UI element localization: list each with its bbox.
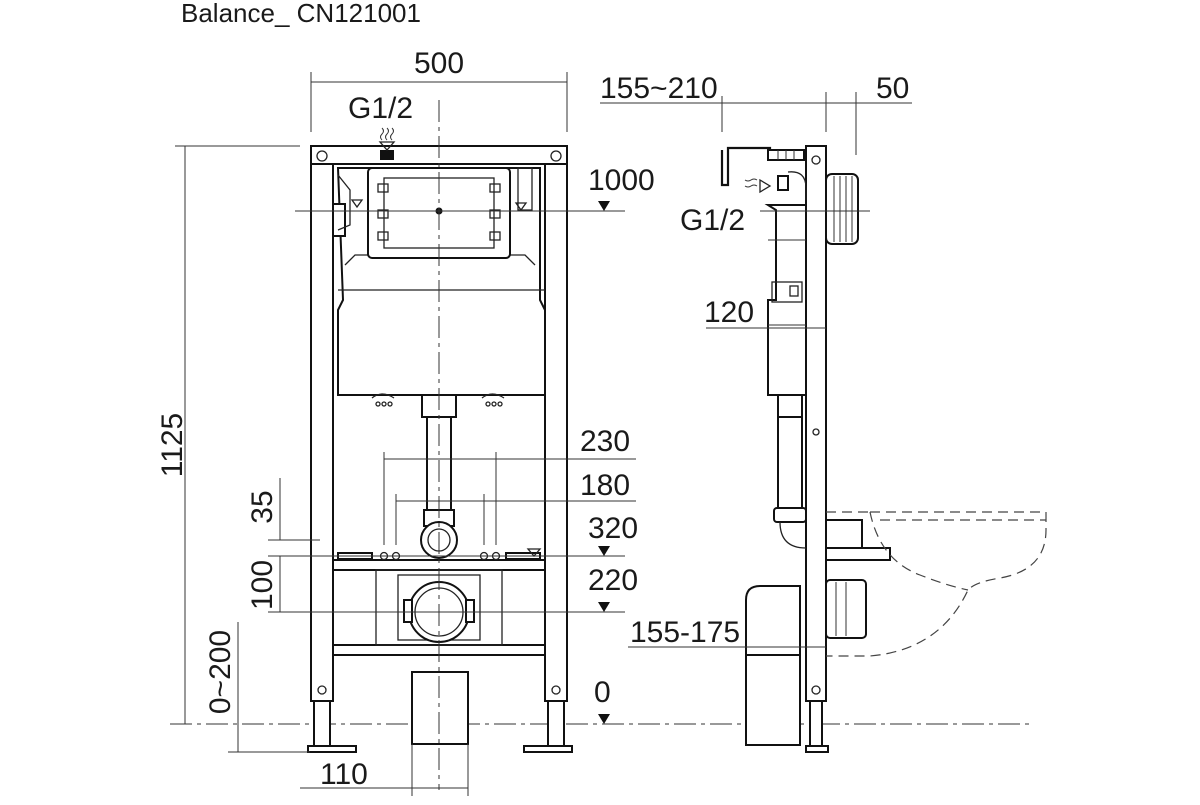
dim-100: 100 [246,560,279,610]
left-foot [307,745,357,753]
dim-155-210: 155~210 [600,72,718,105]
water-wave-icon [380,127,394,141]
actuator-housing [825,173,859,245]
dim-35: 35 [246,490,279,523]
dim-110: 110 [320,758,368,791]
dim-230: 230 [580,425,630,458]
level-marker-320 [598,546,610,556]
water-inlet [380,150,394,160]
front-view: 500 G1/2 1125 1000 230 180 35 320 100 [156,47,655,796]
dim-50: 50 [876,72,909,105]
side-water-wave-icon [744,178,758,188]
level-marker-0 [598,714,610,724]
mount-hole [550,150,562,162]
side-flush-pipe [777,416,803,510]
wall-bracket [720,146,772,187]
level-320: 320 [588,512,638,545]
waste-pipe [411,671,469,745]
level-1000: 1000 [588,164,655,197]
side-inlet-valve-icon [759,178,772,194]
level-0: 0 [594,676,611,709]
side-inlet-label: G1/2 [680,204,745,237]
dim-1125: 1125 [156,413,189,478]
side-cistern [764,204,807,396]
left-leg [313,700,331,747]
level-220: 220 [588,564,638,597]
dim-500: 500 [414,47,464,80]
side-waste-pipe [745,654,801,746]
mount-hole [551,685,561,695]
level-marker-1000 [598,201,610,211]
right-foot [523,745,573,753]
dim-0-200: 0~200 [204,630,237,714]
waste-elbow [745,585,801,656]
right-leg [547,700,565,747]
level-marker-220 [598,602,610,612]
dim-180: 180 [580,469,630,502]
inlet-valve-icon [378,141,396,151]
side-view: 155~210 50 G1/2 120 155-175 [600,72,1047,753]
mount-hole [317,685,327,695]
flush-connector [825,519,863,549]
dim-155-175: 155-175 [630,616,740,649]
dim-120: 120 [704,296,754,329]
side-post [805,145,827,702]
left-post [310,145,334,702]
model-title: Balance_ CN121001 [181,0,421,28]
right-post [544,145,568,702]
toilet-outline [826,511,1047,657]
mount-hole [316,150,328,162]
inlet-label: G1/2 [348,92,413,125]
